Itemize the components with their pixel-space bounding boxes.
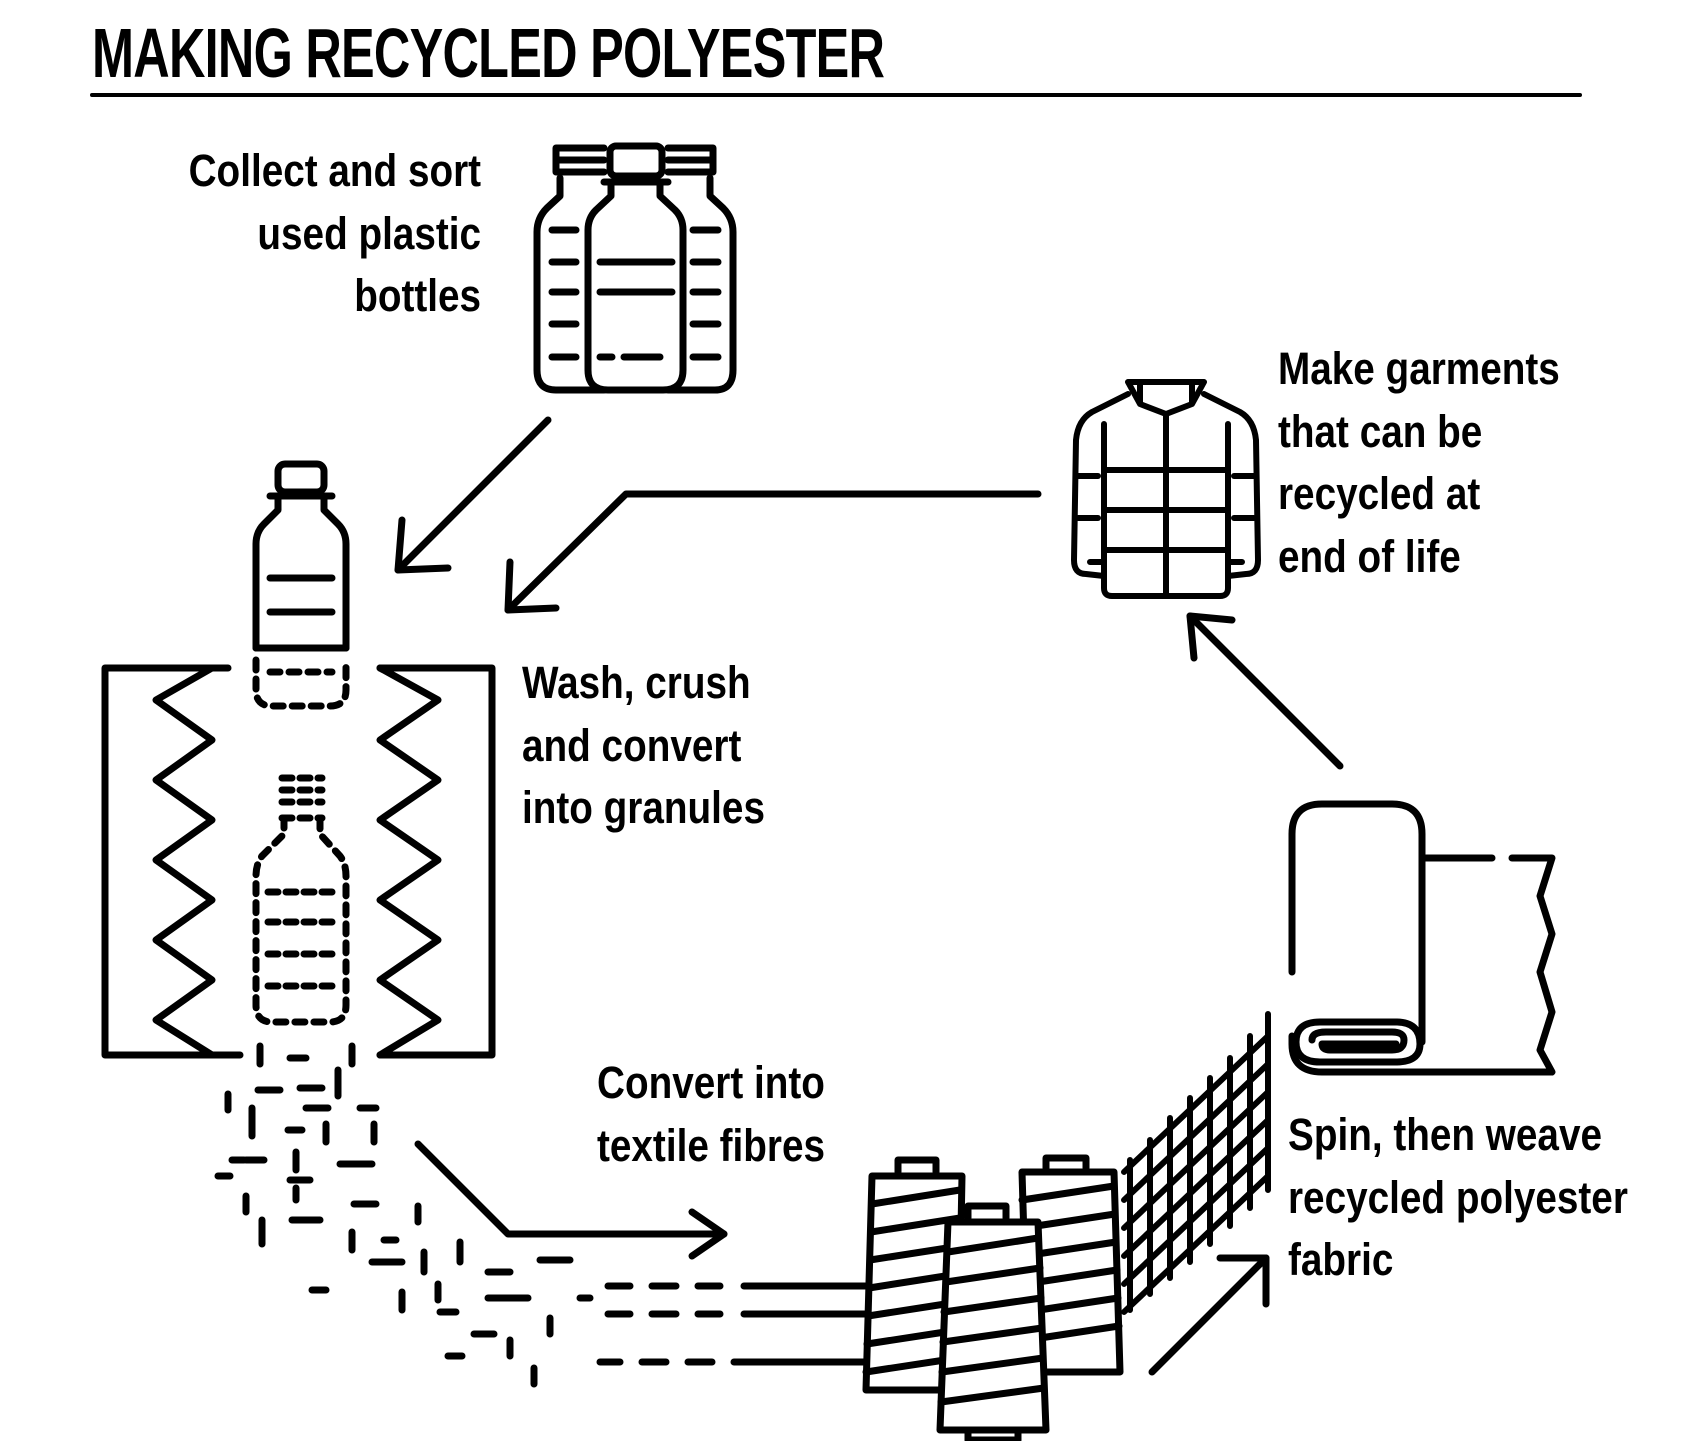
step-wash-line: into granules bbox=[522, 782, 765, 834]
step-spin-label: Spin, then weave recycled polyester fabr… bbox=[1288, 1104, 1628, 1292]
step-garments-line: Make garments bbox=[1278, 343, 1560, 394]
arrow-fibres-to-fabric bbox=[1148, 1254, 1270, 1376]
step-wash-label: Wash, crush and convert into granules bbox=[522, 652, 765, 840]
granules-icon bbox=[214, 1042, 594, 1388]
step-collect-line: used plastic bbox=[257, 207, 481, 259]
step-spin-line: fabric bbox=[1288, 1234, 1394, 1286]
step-garments-line: recycled at bbox=[1278, 468, 1481, 520]
jacket-icon bbox=[1071, 379, 1261, 599]
arrow-granules-to-fibres bbox=[414, 1140, 728, 1260]
step-collect-line: Collect and sort bbox=[188, 145, 481, 196]
step-collect-label: Collect and sort used plastic bottles bbox=[189, 140, 481, 328]
bottles-icon bbox=[533, 142, 737, 394]
step-wash-line: and convert bbox=[522, 719, 742, 771]
step-garments-label: Make garments that can be recycled at en… bbox=[1278, 338, 1560, 588]
step-collect-line: bottles bbox=[354, 270, 481, 322]
woven-mesh-icon bbox=[1121, 1011, 1271, 1315]
step-fibres-label: Convert into textile fibres bbox=[597, 1052, 825, 1177]
step-garments-line: end of life bbox=[1278, 530, 1461, 582]
step-spin-line: Spin, then weave bbox=[1288, 1109, 1602, 1160]
step-wash-line: Wash, crush bbox=[522, 657, 751, 708]
fabric-roll-icon bbox=[1288, 800, 1556, 1076]
page-title: MAKING RECYCLED POLYESTER bbox=[92, 14, 885, 92]
crusher-icon bbox=[101, 460, 496, 1059]
fibre-strands bbox=[596, 1282, 870, 1366]
step-spin-line: recycled polyester bbox=[1288, 1171, 1628, 1223]
step-fibres-line: textile fibres bbox=[597, 1119, 825, 1171]
step-fibres-line: Convert into bbox=[597, 1057, 825, 1108]
arrow-fabric-to-garments bbox=[1186, 612, 1344, 770]
step-garments-line: that can be bbox=[1278, 405, 1483, 457]
spools-icon bbox=[862, 1154, 1124, 1441]
arrow-collect-to-crush bbox=[394, 416, 552, 574]
arrow-garments-to-crush bbox=[504, 490, 1042, 614]
